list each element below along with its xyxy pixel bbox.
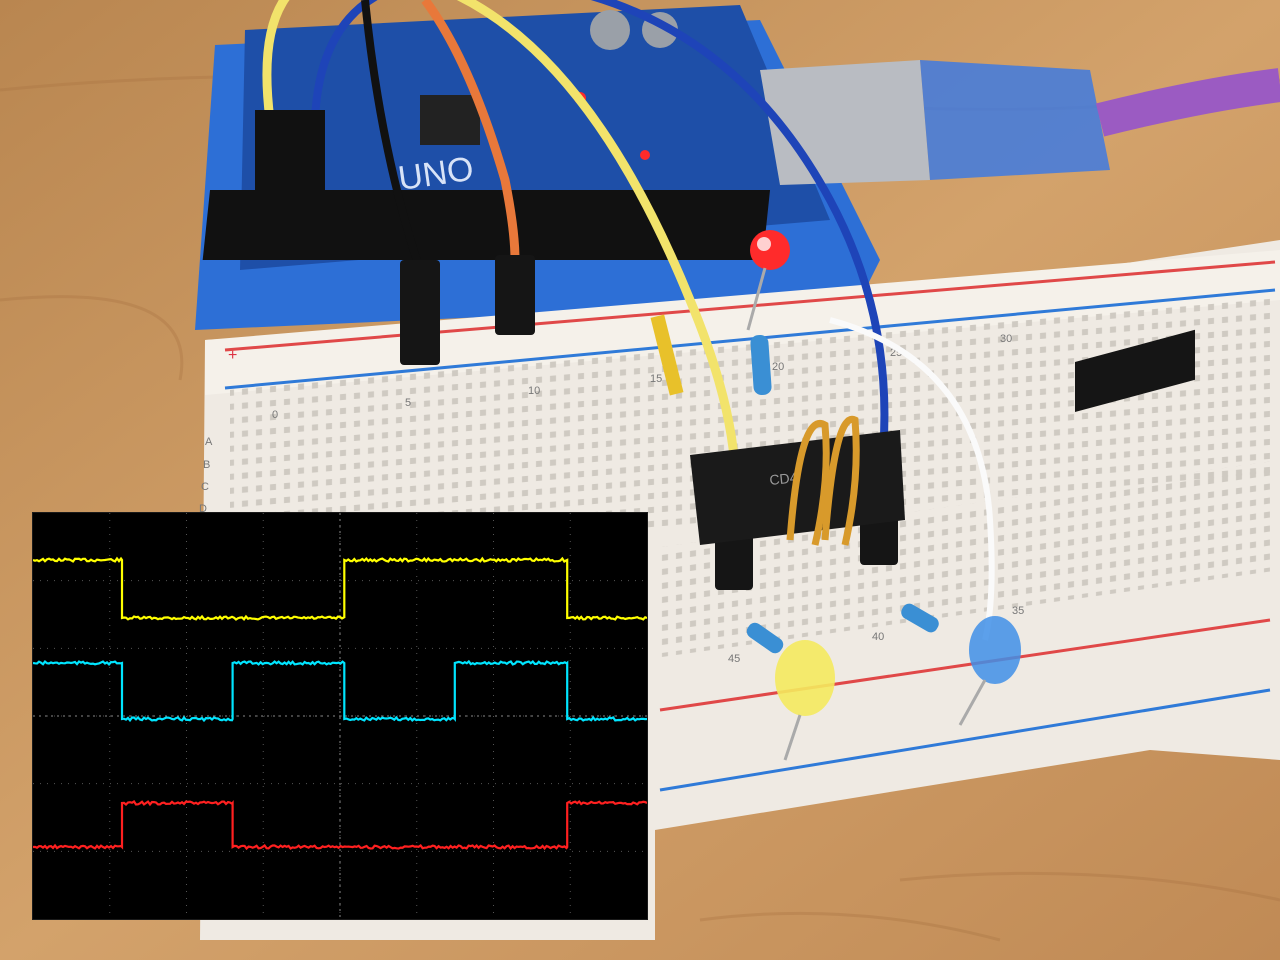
red-led xyxy=(746,230,790,331)
row-letter: D xyxy=(199,503,207,515)
rail-minus-label: - xyxy=(228,379,233,396)
oscilloscope-screen xyxy=(33,513,647,919)
yellow-led xyxy=(775,640,835,761)
usb-plug xyxy=(760,60,930,185)
resistor xyxy=(901,603,939,633)
orange-wire xyxy=(421,0,520,261)
chip-marking: CD4 xyxy=(769,469,799,488)
row-letter: C xyxy=(201,481,209,493)
trace-ch3 xyxy=(33,799,647,851)
column-number: 15 xyxy=(650,373,662,385)
column-number: 35 xyxy=(1012,605,1024,617)
row-letter: A xyxy=(205,436,213,448)
trace-ch2 xyxy=(33,659,647,723)
yellow-short-wire xyxy=(650,314,684,396)
resistor xyxy=(746,622,784,654)
blue-led xyxy=(958,616,1021,726)
column-number: 30 xyxy=(1000,333,1012,345)
resistor xyxy=(750,334,772,396)
column-number: 40 xyxy=(872,631,884,643)
column-number: 45 xyxy=(728,653,740,665)
rail-plus-label: + xyxy=(228,347,237,364)
black-wire xyxy=(361,0,424,272)
column-number: 5 xyxy=(405,397,411,409)
yellow-wire xyxy=(262,0,740,501)
column-number: 20 xyxy=(772,361,784,373)
trace-ch1 xyxy=(33,556,647,621)
blue-wire xyxy=(311,0,889,481)
white-wire xyxy=(829,317,995,641)
row-letter: B xyxy=(203,459,210,471)
column-number: 10 xyxy=(528,385,540,397)
column-number: 0 xyxy=(272,409,278,421)
oscilloscope-inset xyxy=(32,512,648,920)
